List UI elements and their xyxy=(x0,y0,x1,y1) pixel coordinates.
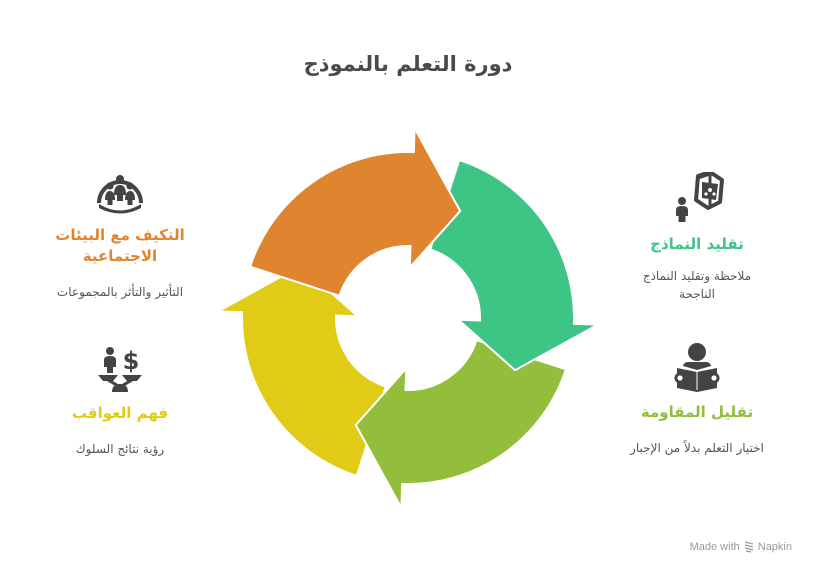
scale-icon: $ xyxy=(98,347,142,392)
block-social-desc: التأثير والتأثر بالمجموعات xyxy=(56,285,184,299)
block-consequences-heading: فهم العواقب xyxy=(71,404,169,422)
cycle-arrow-green xyxy=(354,338,568,512)
group-icon xyxy=(97,175,143,214)
block-consequences: $ فهم العواقب رؤية نتائج السلوك xyxy=(40,345,200,458)
block-resistance-desc: اختيار التعلم بدلاً من الإجبار xyxy=(630,441,764,455)
block-reduce-resistance: تقليل المقاومة اختيار التعلم بدلاً من ال… xyxy=(612,340,782,457)
svg-text:$: $ xyxy=(123,347,140,375)
desc-line-1: ملاحظة وتقليد النماذج xyxy=(642,269,752,283)
block-social-adaptation: التكيف مع البيئات الاجتماعية التأثير وال… xyxy=(40,167,200,301)
cycle-arrow-teal xyxy=(428,158,602,372)
heading-line-1: التكيف مع البيئات xyxy=(55,226,185,244)
cycle-arrow-yellow xyxy=(214,264,388,478)
desc-line-2: الناجحة xyxy=(679,287,715,301)
napkin-logo-icon xyxy=(744,541,753,553)
made-with-napkin-badge: Made with Napkin xyxy=(690,541,792,553)
block-consequences-desc: رؤية نتائج السلوك xyxy=(75,442,165,456)
block-imitate-heading: تقليد النماذج xyxy=(650,235,744,253)
block-imitate-desc: ملاحظة وتقليد النماذج الناجحة xyxy=(612,267,782,303)
block-imitate-models: تقليد النماذج ملاحظة وتقليد النماذج النا… xyxy=(612,172,782,303)
person-cube-icon xyxy=(676,172,724,222)
block-social-heading: التكيف مع البيئات الاجتماعية xyxy=(40,225,200,267)
diagram-title: دورة التعلم بالنموذج xyxy=(303,52,513,76)
napkin-brand-label: Napkin xyxy=(757,541,792,553)
reader-icon xyxy=(674,343,720,392)
heading-line-2: الاجتماعية xyxy=(82,247,158,265)
made-with-label: Made with xyxy=(689,541,740,553)
cycle-arrow-orange xyxy=(248,124,462,298)
block-resistance-heading: تقليل المقاومة xyxy=(640,403,754,421)
